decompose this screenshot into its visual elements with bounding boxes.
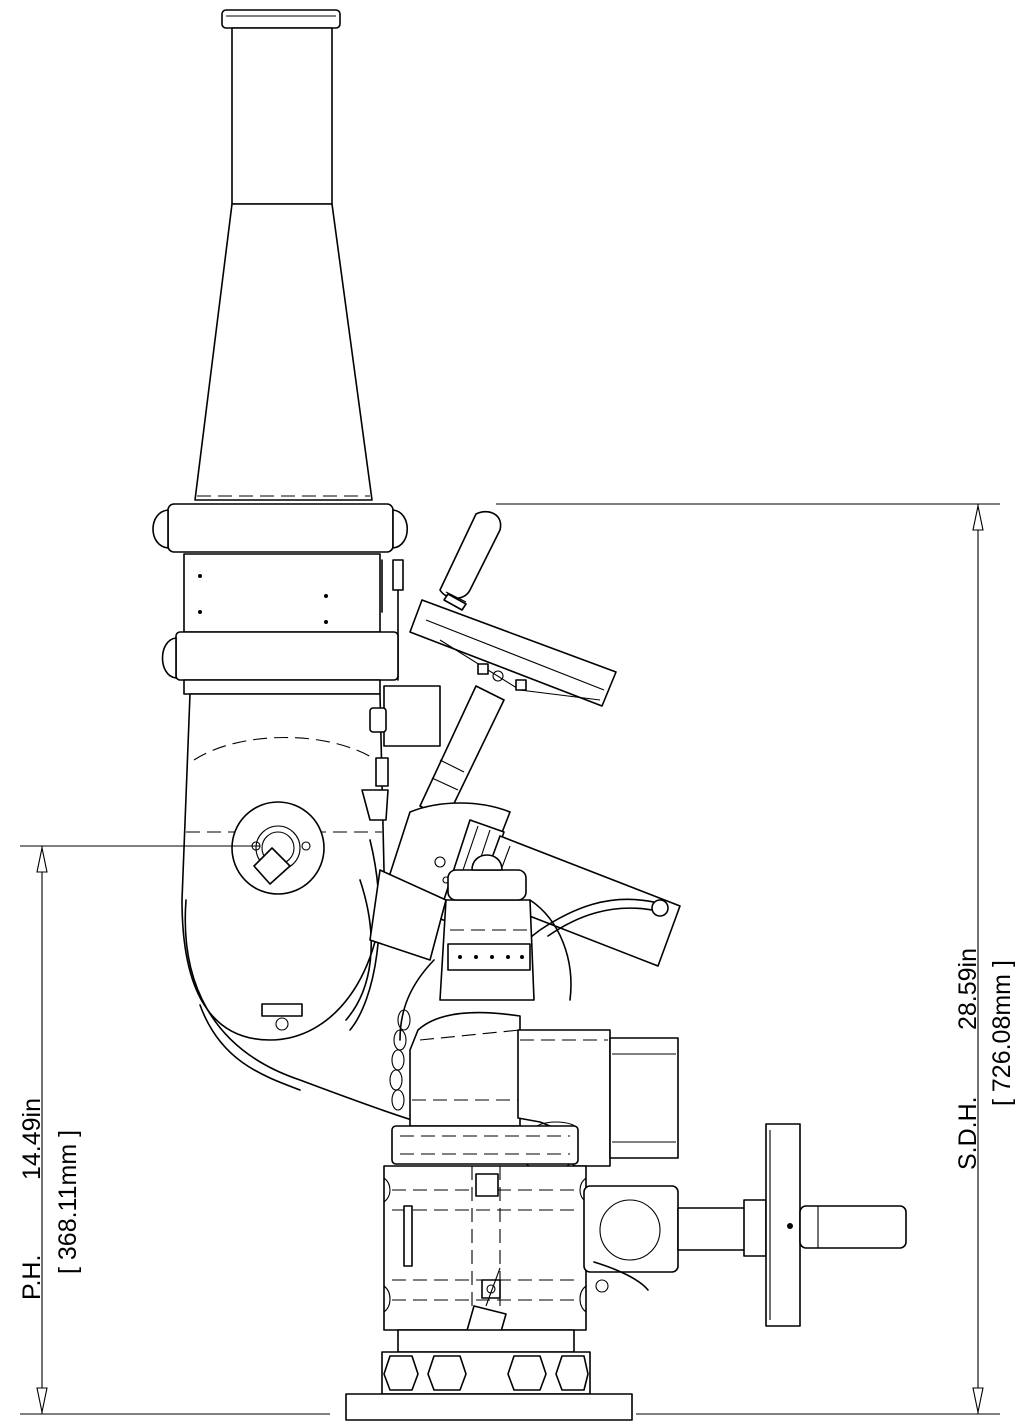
motor-housing xyxy=(517,1029,679,1167)
nozzle-tip xyxy=(221,9,341,229)
drain-valve-assembly xyxy=(583,1185,767,1293)
tiller-handle xyxy=(439,510,502,611)
swivel-turret xyxy=(369,854,572,1041)
base-pipe-section xyxy=(383,1165,587,1331)
tiller-disc xyxy=(409,599,617,707)
elbow-lower-sweep xyxy=(184,839,413,1121)
sdh-value-in: 28.59in xyxy=(954,948,982,1030)
sdh-label: S.D.H. xyxy=(954,1096,982,1170)
lower-riser-body xyxy=(409,1011,521,1127)
lower-coupling-ring xyxy=(161,631,399,695)
waterway-upper-body xyxy=(183,553,404,681)
ph-value-in: 14.49in xyxy=(18,1098,46,1180)
sdh-dimension xyxy=(496,503,1000,1415)
valve-handwheel xyxy=(765,1123,907,1327)
nozzle-cone-barrel xyxy=(194,203,373,501)
ph-value-mm: [ 368.11mm ] xyxy=(54,1130,82,1274)
ph-label: P.H. xyxy=(18,1255,46,1300)
upper-coupling-ring xyxy=(152,503,408,553)
tether-chain xyxy=(389,1009,411,1111)
middle-flange-band xyxy=(391,1125,579,1165)
ph-dimension xyxy=(20,845,330,1415)
base-flange xyxy=(345,1329,633,1421)
sdh-value-mm: [ 726.08mm ] xyxy=(988,960,1016,1106)
inlet-port xyxy=(231,801,325,1031)
